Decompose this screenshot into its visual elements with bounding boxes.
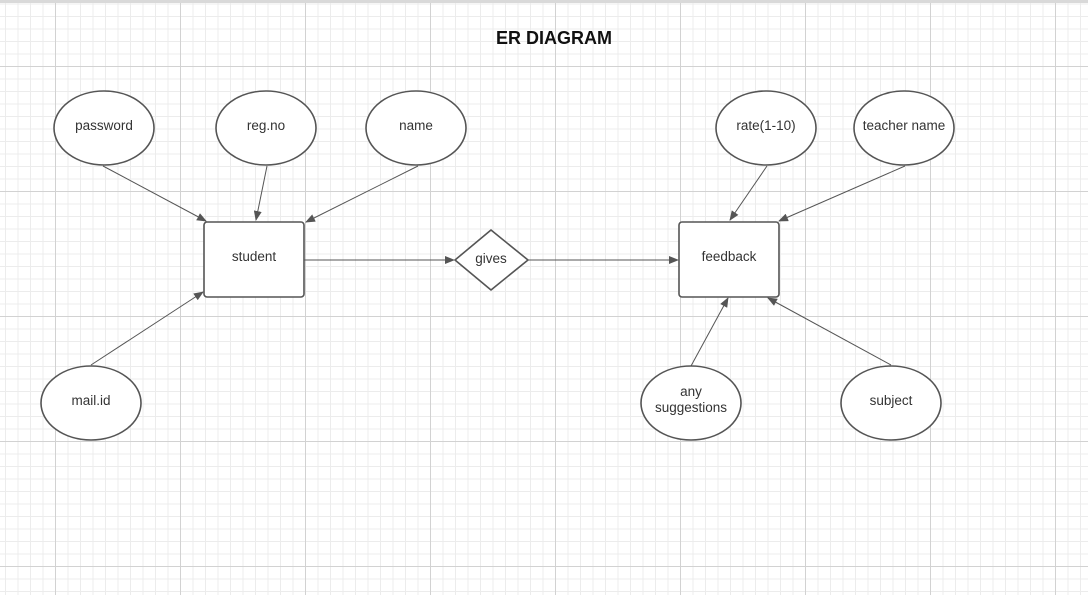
attribute-ellipse — [365, 90, 467, 166]
attribute-name[interactable]: name — [365, 90, 467, 166]
entity-box — [678, 221, 780, 298]
entity-box — [203, 221, 305, 298]
attribute-reg-no[interactable]: reg.no — [215, 90, 317, 166]
entity-label: student — [232, 249, 277, 264]
connector-name-student — [305, 165, 419, 223]
attribute-subject[interactable]: subject — [840, 365, 942, 441]
relationship-gives[interactable]: gives — [454, 229, 529, 291]
entity-student[interactable]: student — [203, 221, 305, 298]
attribute-label-line1: any — [680, 384, 702, 399]
connector-suggestions-feedback — [690, 297, 729, 367]
connector-teachername-feedback — [778, 165, 906, 222]
attribute-rate[interactable]: rate(1-10) — [715, 90, 817, 166]
attribute-label: subject — [870, 393, 913, 408]
attribute-password[interactable]: password — [53, 90, 155, 166]
entity-feedback[interactable]: feedback — [678, 221, 780, 298]
attribute-ellipse — [53, 90, 155, 166]
attribute-ellipse — [715, 90, 817, 166]
relationship-diamond — [454, 229, 529, 291]
connector-regno-student — [253, 165, 268, 221]
attribute-label: rate(1-10) — [736, 118, 795, 133]
attribute-mail-id[interactable]: mail.id — [40, 365, 142, 441]
top-border — [0, 0, 1088, 3]
relationship-label: gives — [475, 251, 507, 266]
attribute-label-line2: suggestions — [655, 400, 727, 415]
attribute-ellipse — [640, 365, 742, 441]
attribute-teacher-name[interactable]: teacher name — [853, 90, 955, 166]
entity-label: feedback — [702, 249, 757, 264]
attribute-label: password — [75, 118, 133, 133]
diagram-title: ER DIAGRAM — [496, 28, 612, 48]
attribute-ellipse — [853, 90, 955, 166]
attribute-label: name — [399, 118, 433, 133]
attribute-ellipse — [215, 90, 317, 166]
attribute-label: reg.no — [247, 118, 285, 133]
attribute-any-suggestions[interactable]: any suggestions — [640, 365, 742, 441]
attribute-ellipse — [40, 365, 142, 441]
attribute-ellipse — [840, 365, 942, 441]
connector-subject-feedback — [767, 297, 892, 366]
connector-rate-feedback — [729, 165, 768, 221]
attribute-label: teacher name — [863, 118, 946, 133]
connector-mailid-student — [90, 291, 204, 366]
connector-password-student — [102, 165, 207, 222]
attribute-label: mail.id — [71, 393, 110, 408]
